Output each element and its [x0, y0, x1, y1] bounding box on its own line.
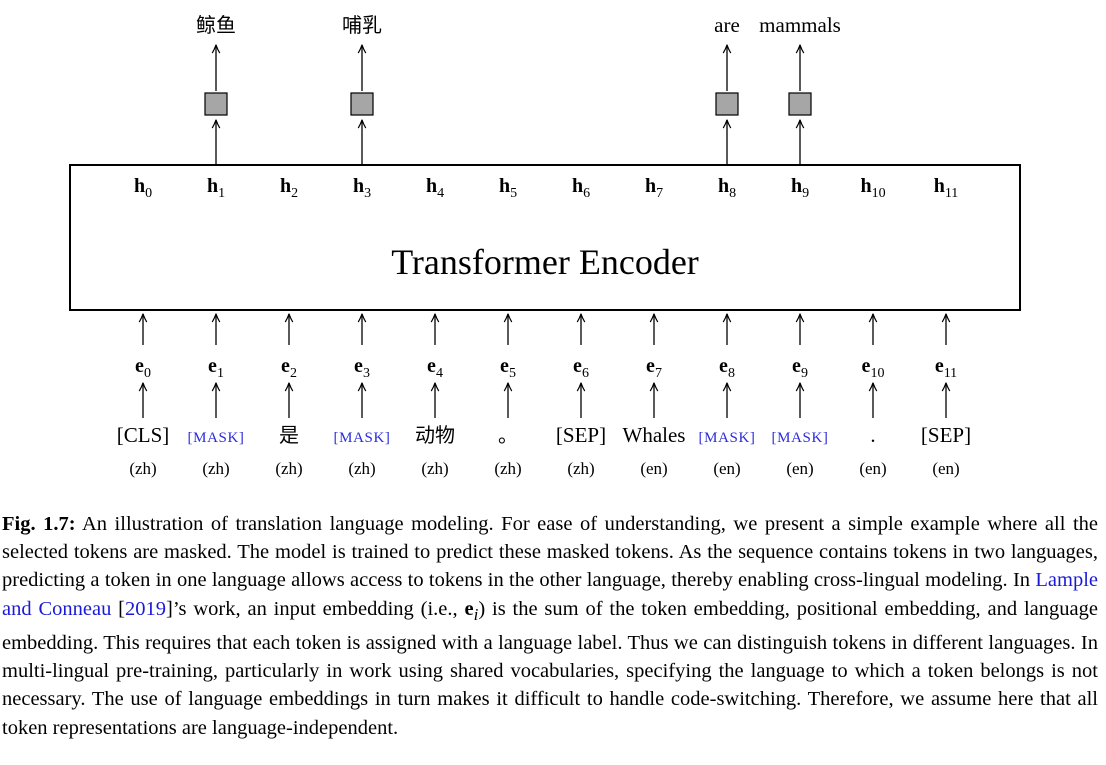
- token-mask: [MASK]: [772, 430, 829, 446]
- encoder-label: Transformer Encoder: [391, 242, 699, 282]
- language-tag: (zh): [129, 459, 156, 478]
- hidden-state-label-h9: h9: [791, 175, 809, 201]
- hidden-state-label-h11: h11: [934, 175, 959, 201]
- figure-caption: Fig. 1.7: An illustration of translation…: [2, 510, 1098, 742]
- embedding-label-e2: e2: [281, 355, 297, 381]
- token: [SEP]: [556, 423, 606, 447]
- hidden-state-label-h1: h1: [207, 175, 225, 201]
- token: [CLS]: [117, 423, 170, 447]
- embedding-label-e3: e3: [354, 355, 370, 381]
- token: .: [870, 423, 875, 447]
- embedding-label-e8: e8: [719, 355, 735, 381]
- predicted-token: mammals: [759, 13, 841, 37]
- token-mask: [MASK]: [699, 430, 756, 446]
- predicted-token: 鲸鱼: [196, 14, 236, 37]
- hidden-state-label-h3: h3: [353, 175, 371, 201]
- output-prediction-box: [204, 92, 228, 116]
- caption-text-part-3: ) is the sum of the token embedding, pos…: [2, 597, 1098, 739]
- token-mask: [MASK]: [188, 430, 245, 446]
- language-tag: (zh): [567, 459, 594, 478]
- figure-label: Fig. 1.7:: [2, 513, 76, 535]
- embedding-label-e11: e11: [935, 355, 957, 381]
- math-subscript-i: i: [473, 604, 479, 624]
- embedding-label-e1: e1: [208, 355, 224, 381]
- token-mask: [MASK]: [334, 430, 391, 446]
- hidden-state-label-h6: h6: [572, 175, 590, 201]
- hidden-state-label-h0: h0: [134, 175, 152, 201]
- embedding-label-e6: e6: [573, 355, 589, 381]
- token-chinese: 。: [498, 425, 518, 447]
- tlm-diagram: Transformer Encoder h0 e0 [CLS] (zh) h1 e1 [MA…: [69, 13, 1021, 478]
- language-tag: (zh): [494, 459, 521, 478]
- predicted-token: 哺乳: [342, 14, 382, 37]
- token-chinese: 是: [279, 425, 299, 447]
- token: Whales: [623, 423, 686, 447]
- language-tag: (en): [713, 459, 740, 478]
- embedding-label-e5: e5: [500, 355, 516, 381]
- transformer-encoder-box: [69, 164, 1021, 311]
- embedding-label-e10: e10: [862, 355, 885, 381]
- predicted-token: are: [714, 13, 740, 37]
- hidden-state-label-h10: h10: [860, 175, 885, 201]
- output-prediction-box: [715, 92, 739, 116]
- embedding-label-e0: e0: [135, 355, 151, 381]
- language-tag: (zh): [348, 459, 375, 478]
- output-prediction-box: [350, 92, 374, 116]
- citation-year-link[interactable]: 2019: [125, 597, 167, 620]
- embedding-label-e4: e4: [427, 355, 443, 381]
- citation-open-bracket: [: [111, 597, 126, 620]
- hidden-state-label-h7: h7: [645, 175, 663, 201]
- hidden-state-label-h2: h2: [280, 175, 298, 201]
- language-tag: (zh): [275, 459, 302, 478]
- caption-text-part-1: An illustration of translation language …: [2, 513, 1098, 592]
- embedding-label-e9: e9: [792, 355, 808, 381]
- language-tag: (zh): [202, 459, 229, 478]
- caption-text-part-2: ]’s work, an input embedding (i.e.,: [166, 597, 465, 620]
- language-tag: (en): [859, 459, 886, 478]
- language-tag: (en): [640, 459, 667, 478]
- hidden-state-label-h5: h5: [499, 175, 517, 201]
- output-prediction-box: [788, 92, 812, 116]
- citation-authors-link[interactable]: Lample and Conneau: [2, 569, 1098, 620]
- language-tag: (zh): [421, 459, 448, 478]
- embedding-label-e7: e7: [646, 355, 662, 381]
- token: [SEP]: [921, 423, 971, 447]
- language-tag: (en): [786, 459, 813, 478]
- math-e-bold: e: [464, 597, 474, 620]
- token-chinese: 动物: [415, 424, 455, 447]
- hidden-state-label-h4: h4: [426, 175, 444, 201]
- language-tag: (en): [932, 459, 959, 478]
- hidden-state-label-h8: h8: [718, 175, 736, 201]
